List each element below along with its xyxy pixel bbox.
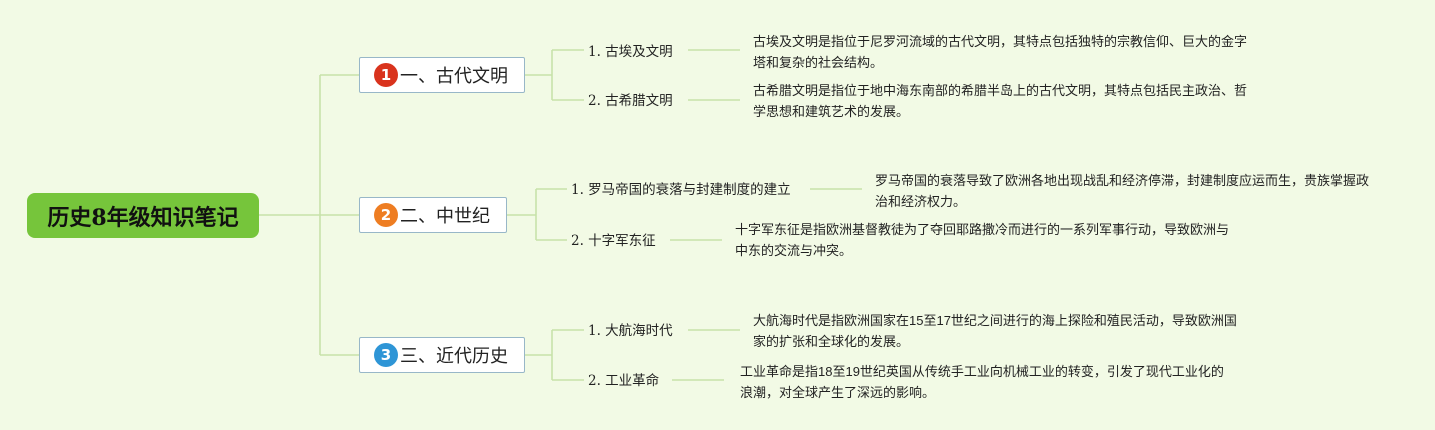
number-badge-icon: 3 <box>374 343 398 367</box>
topic-description: 十字军东征是指欧洲基督教徒为了夺回耶路撒冷而进行的一系列军事行动，导致欧洲与中东… <box>735 222 1230 258</box>
number-badge-icon: 1 <box>374 63 398 87</box>
root-node[interactable]: 历史8年级知识笔记 <box>27 193 259 238</box>
topic-node-age-of-discovery[interactable]: 1. 大航海时代 <box>588 323 673 339</box>
topic-node-crusades[interactable]: 2. 十字军东征 <box>571 233 656 249</box>
topic-node-industrial-revolution[interactable]: 2. 工业革命 <box>588 373 660 389</box>
number-badge-icon: 2 <box>374 203 398 227</box>
topic-node-rome-feudal[interactable]: 1. 罗马帝国的衰落与封建制度的建立 <box>571 182 791 198</box>
branch-label: 三、近代历史 <box>400 346 508 367</box>
topic-description: 古埃及文明是指位于尼罗河流域的古代文明，其特点包括独特的宗教信仰、巨大的金字塔和… <box>753 34 1248 70</box>
topic-node-greece[interactable]: 2. 古希腊文明 <box>588 93 673 109</box>
topic-node-egypt[interactable]: 1. 古埃及文明 <box>588 44 673 60</box>
topic-description: 工业革命是指18至19世纪英国从传统手工业向机械工业的转变，引发了现代工业化的浪… <box>740 364 1224 400</box>
topic-description: 古希腊文明是指位于地中海东南部的希腊半岛上的古代文明，其特点包括民主政治、哲学思… <box>753 83 1248 119</box>
branch-label: 一、古代文明 <box>400 66 508 87</box>
branch-node-ancient[interactable]: 1 一、古代文明 <box>359 57 525 93</box>
branch-node-modern[interactable]: 3 三、近代历史 <box>359 337 525 373</box>
topic-description: 罗马帝国的衰落导致了欧洲各地出现战乱和经济停滞，封建制度应运而生，贵族掌握政治和… <box>875 173 1370 209</box>
topic-description: 大航海时代是指欧洲国家在15至17世纪之间进行的海上探险和殖民活动，导致欧洲国家… <box>753 313 1237 349</box>
branch-label: 二、中世纪 <box>400 206 490 227</box>
branch-node-medieval[interactable]: 2 二、中世纪 <box>359 197 507 233</box>
